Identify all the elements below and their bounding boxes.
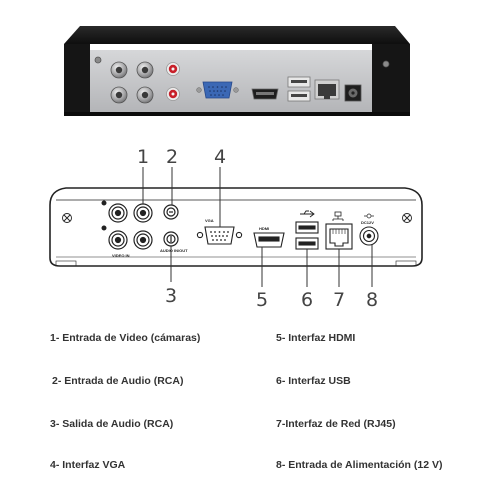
- dvr-left-side: [64, 44, 90, 116]
- bnc-connector-icon: [110, 86, 128, 104]
- bnc-video-inputs-photo: [110, 61, 154, 104]
- callout-number-4: 4: [214, 146, 226, 168]
- callout-number-2: 2: [166, 146, 178, 168]
- legend-item-4: 4- Interfaz VGA: [50, 459, 126, 471]
- screw-icon: [94, 56, 390, 68]
- rj45-port-photo: [314, 79, 340, 100]
- legend-item-8: 8- Entrada de Alimentación (12 V): [276, 459, 443, 471]
- rca-audio-photo: [166, 62, 180, 101]
- bnc-connector-icon: [108, 230, 128, 250]
- vga-panel-label: VGA: [205, 218, 214, 223]
- hdmi-port-photo: [251, 88, 279, 100]
- bnc-connector-icon: [133, 203, 153, 223]
- callout-number-1: 1: [137, 146, 149, 168]
- legend-item-6: 6- Interfaz USB: [276, 375, 351, 387]
- callout-number-5: 5: [256, 289, 268, 311]
- vga-port-photo: [196, 81, 239, 99]
- power-panel-label: DC12V: [361, 220, 374, 225]
- dvr-photo: [64, 26, 410, 116]
- hdmi-port-drawing: [253, 232, 285, 248]
- legend-item-7: 7-Interfaz de Red (RJ45): [276, 418, 396, 430]
- bnc-connector-icon: [110, 61, 128, 79]
- usb-ports-photo: [287, 76, 311, 102]
- callout-number-8: 8: [366, 289, 378, 311]
- screw-icon: [62, 213, 412, 223]
- power-jack-photo: [344, 84, 362, 102]
- bnc-video-inputs-drawing: [108, 203, 153, 250]
- vga-port-drawing: [196, 226, 243, 245]
- rca-connector-icon: [163, 204, 179, 220]
- dvr-bottom-edge: [64, 112, 410, 116]
- legend-item-5: 5- Interfaz HDMI: [276, 332, 356, 344]
- hdmi-panel-label: HDMI: [259, 226, 269, 231]
- legend-item-1: 1- Entrada de Video (cámaras): [50, 332, 201, 344]
- power-jack-drawing: [359, 226, 379, 246]
- power-polarity-icon: [364, 213, 374, 219]
- legend-item-2: 2- Entrada de Audio (RCA): [52, 375, 184, 387]
- leader-lines: [142, 167, 373, 287]
- rca-connector-icon: [166, 62, 180, 76]
- dvr-right-side: [372, 44, 410, 116]
- dvr-top-cover: [64, 26, 410, 44]
- bnc-connector-icon: [136, 61, 154, 79]
- network-symbol-icon: [332, 211, 344, 221]
- video-in-panel-label: VIDEO IN: [112, 253, 130, 258]
- usb-symbol-icon: [300, 210, 315, 218]
- callout-number-7: 7: [333, 289, 345, 311]
- callout-number-3: 3: [165, 285, 177, 307]
- bnc-connector-icon: [133, 230, 153, 250]
- bnc-connector-icon: [136, 86, 154, 104]
- back-panel-diagram: [49, 187, 423, 267]
- bnc-connector-icon: [108, 203, 128, 223]
- rca-connector-icon: [166, 87, 180, 101]
- legend-item-3: 3- Salida de Audio (RCA): [50, 418, 174, 430]
- audio-panel-label: AUDIO IN/OUT: [160, 248, 188, 253]
- callout-number-6: 6: [301, 289, 313, 311]
